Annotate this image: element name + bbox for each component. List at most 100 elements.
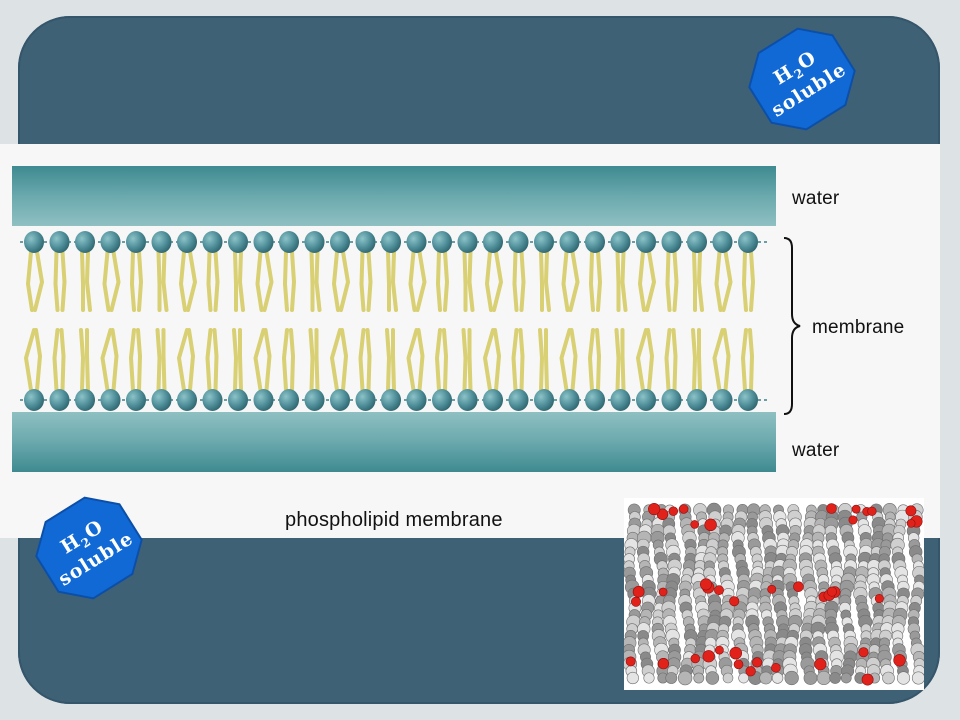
lipid-head (49, 231, 70, 253)
lipid-head (279, 231, 299, 253)
lipid-head (355, 231, 376, 253)
lipid-tail (561, 250, 570, 312)
lipid-tail (740, 328, 748, 392)
phospholipid-bilayer-illustration (12, 166, 776, 472)
lipid-head (610, 389, 631, 411)
lipid-head (508, 389, 529, 411)
lipid-tail (102, 250, 111, 312)
lipid-tail (461, 328, 468, 392)
oxygen-atom (733, 659, 744, 670)
lipid-head (202, 231, 223, 253)
lipid-tail (178, 250, 187, 312)
lipid-head (228, 231, 248, 253)
lipid-tail (339, 250, 351, 312)
carbon-atom (784, 670, 799, 686)
space-filling-model-image (622, 498, 927, 690)
h2o-soluble-badge-bottom: H2O soluble (28, 495, 150, 601)
lipid-tail (462, 250, 468, 312)
lipid-tail (539, 250, 544, 312)
lipid-tail (588, 250, 595, 312)
lipid-tail (722, 328, 731, 392)
lipid-tail (696, 250, 704, 312)
lipid-tail (467, 328, 473, 392)
water-label-bottom: water (792, 440, 840, 461)
lipid-head (177, 231, 197, 253)
oxygen-atom (714, 645, 724, 655)
lipid-head (177, 389, 197, 411)
lipid-tail (206, 250, 213, 312)
lipid-tail (714, 250, 723, 312)
lipid-tail (365, 328, 372, 392)
lipid-bilayer (20, 231, 768, 411)
lipid-tail (595, 328, 602, 392)
lipid-tail (161, 328, 167, 392)
lipid-head (126, 389, 146, 411)
oxygen-atom (690, 653, 700, 664)
lipid-tail (637, 250, 646, 312)
carbon-atom (626, 671, 639, 685)
carbon-atom (677, 670, 693, 686)
lipid-tail (435, 250, 442, 312)
lipid-head (585, 231, 605, 253)
lipid-tail (538, 328, 545, 392)
lipid-tail (749, 250, 756, 312)
lipid-tail (664, 328, 672, 392)
oxygen-atom (874, 594, 884, 603)
lipid-tail (645, 250, 657, 312)
lipid-tail (308, 328, 315, 392)
carbon-atom (840, 672, 852, 684)
lipid-tail (391, 328, 396, 392)
lipid-head (738, 231, 758, 253)
lipid-tail (741, 250, 748, 312)
oxygen-atom (867, 506, 877, 516)
lipid-tail (53, 250, 60, 312)
lipid-tail (238, 328, 243, 392)
lipid-tail (390, 250, 398, 312)
carbon-atom (643, 672, 655, 684)
oxygen-atom (851, 504, 861, 514)
oxygen-atom (905, 505, 917, 517)
lipid-tail (314, 328, 320, 392)
lipid-head (355, 389, 376, 411)
lipid-tail (620, 328, 626, 392)
lipid-tail (232, 328, 239, 392)
oxygen-atom (657, 658, 670, 670)
carbon-atom (829, 672, 841, 684)
lipid-head (75, 389, 95, 411)
badge-octagon-shape (35, 496, 143, 600)
lipid-head (253, 389, 274, 411)
carbon-atom (693, 672, 705, 684)
lipid-head (457, 389, 478, 411)
lipid-tail (213, 250, 220, 312)
lipid-tail (155, 328, 162, 392)
oxygen-atom (893, 654, 906, 667)
lipid-tail (559, 328, 572, 392)
carbon-atom (759, 671, 773, 685)
lipid-tail (176, 328, 189, 392)
lipid-tail (255, 250, 264, 312)
oxygen-atom (632, 585, 645, 598)
lipid-head (381, 231, 401, 253)
lipid-tail (672, 250, 679, 312)
lipid-tail (289, 328, 296, 392)
lipid-tail (156, 250, 162, 312)
lipid-tail (59, 328, 66, 392)
lipid-tail (358, 328, 366, 392)
lipid-tail (314, 250, 322, 312)
lipid-head (687, 231, 707, 253)
lipid-tail (721, 250, 733, 312)
oxygen-atom (625, 656, 636, 667)
lipid-head (304, 231, 325, 253)
lipid-tail (281, 328, 289, 392)
lipid-tail (128, 328, 136, 392)
lipid-tail (366, 250, 373, 312)
oxygen-atom (814, 658, 827, 671)
carbon-atom (896, 671, 911, 685)
lipid-head (636, 389, 656, 411)
lipid-head (202, 389, 223, 411)
oxygen-atom (690, 520, 700, 529)
lipid-tail (186, 250, 198, 312)
lipid-tail (262, 250, 274, 312)
lipid-tail (691, 328, 698, 392)
carbon-atom (771, 672, 784, 684)
